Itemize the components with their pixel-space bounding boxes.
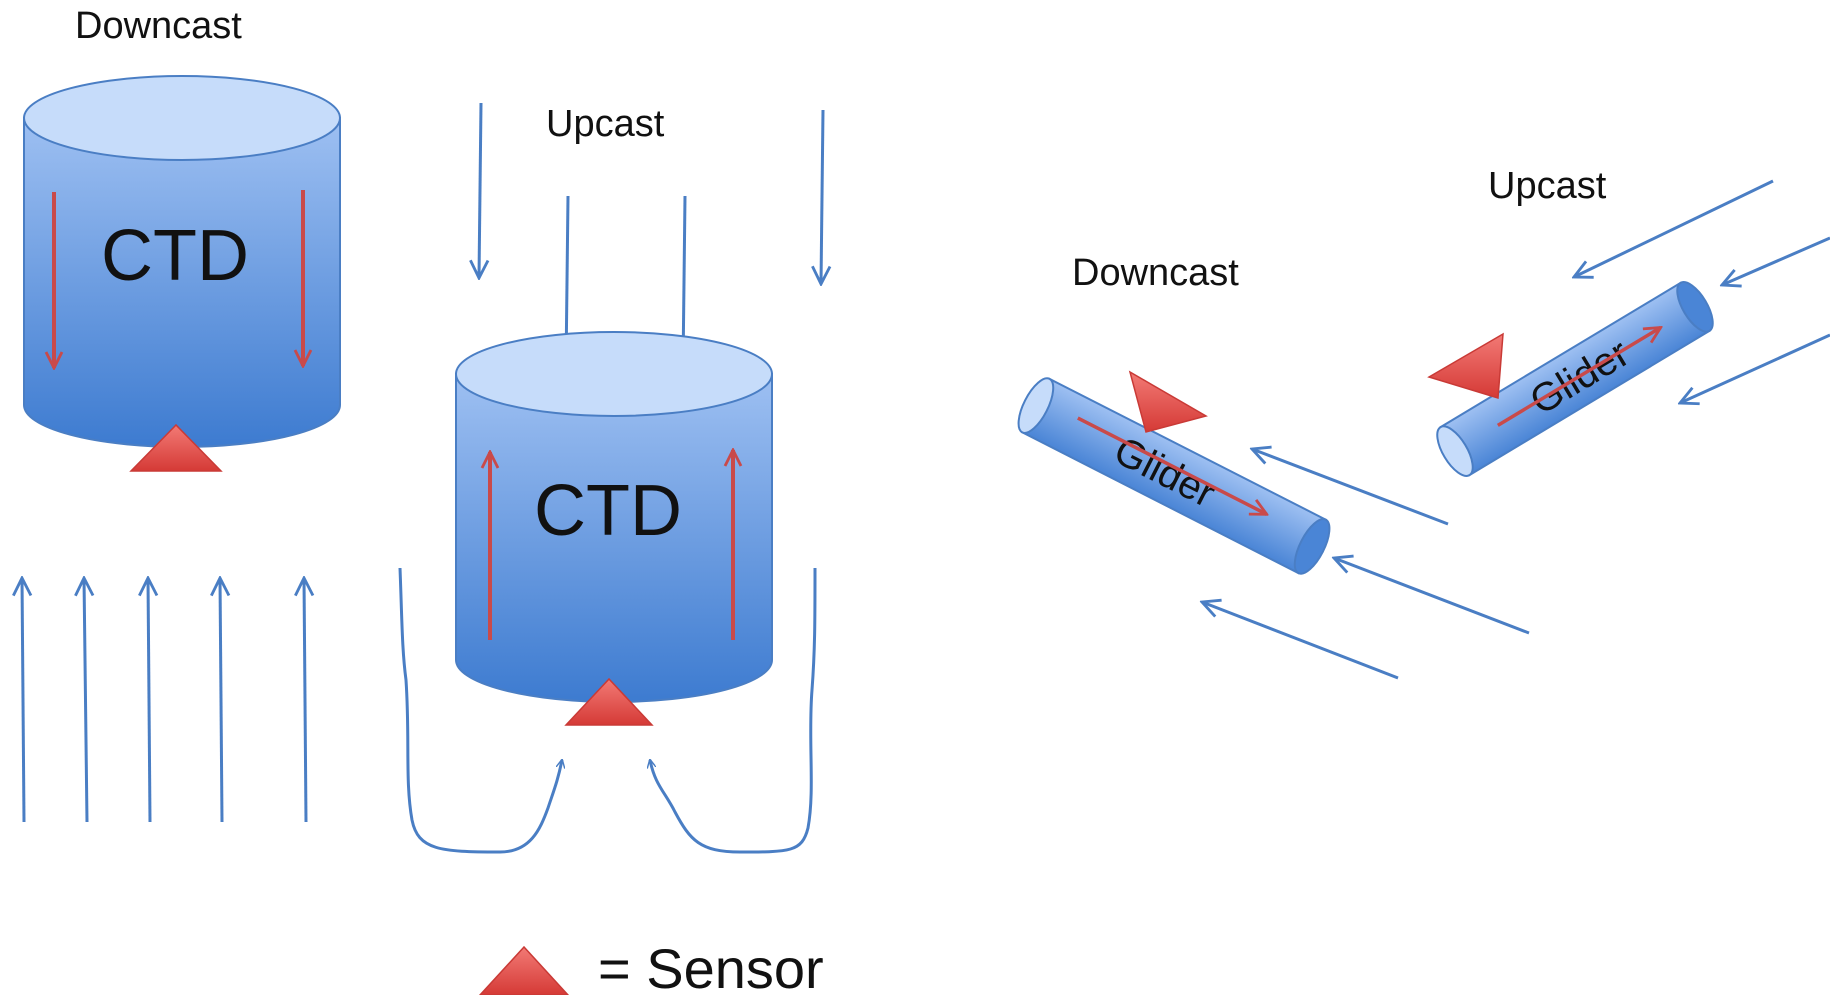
sensor-ctd-right: [564, 677, 654, 726]
ctd-right-body: [455, 331, 773, 703]
sensor-glider-right: [1427, 332, 1504, 399]
flow-arrows-glider-downcast: [1202, 449, 1530, 680]
ctd-upcast-label: Upcast: [546, 103, 665, 145]
glider-left: Glider: [1017, 377, 1331, 575]
sensor-glider-left: [1128, 370, 1208, 433]
flow-arrows-left-up: [22, 578, 306, 823]
sensor-ctd-left: [129, 423, 223, 472]
motion-arrow-glider-left: [1077, 416, 1267, 516]
ctd-left-body: [23, 75, 341, 448]
flow-arrows-glider-upcast: [1574, 179, 1830, 403]
legend-sensor-icon: [478, 945, 570, 995]
motion-arrow-glider-right: [1496, 327, 1661, 427]
wake-flow-lines: [398, 567, 817, 854]
legend-text: = Sensor: [598, 937, 824, 995]
ctd-downcast-label: Downcast: [75, 5, 242, 47]
ctd-right-label: CTD: [534, 471, 682, 551]
glider-downcast-label: Downcast: [1072, 252, 1239, 294]
glider-upcast-label: Upcast: [1488, 165, 1607, 207]
ctd-left-label: CTD: [101, 216, 249, 296]
